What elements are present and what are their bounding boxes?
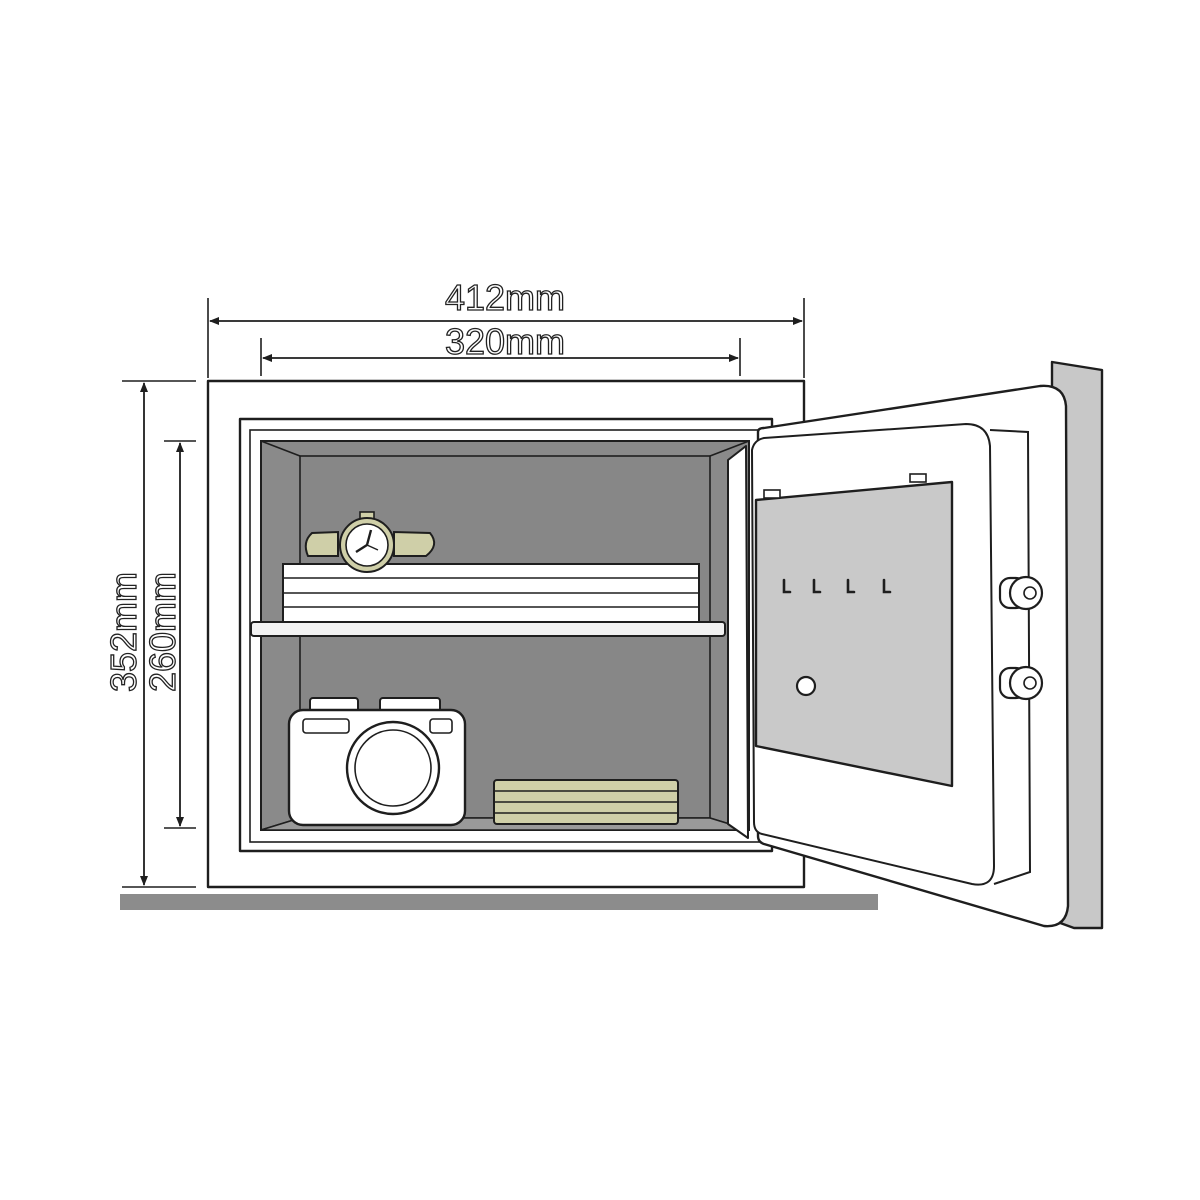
shelf bbox=[250, 621, 726, 637]
knob-icon bbox=[998, 575, 1044, 611]
banknote-stack-icon bbox=[493, 779, 679, 825]
inner-height-label: 260mm bbox=[142, 572, 183, 692]
paper-stack-icon bbox=[282, 563, 700, 623]
door-inner-plate bbox=[754, 480, 954, 788]
camera-icon bbox=[287, 697, 467, 827]
wristwatch-icon bbox=[304, 511, 436, 573]
dimension-outer-height: 352mm bbox=[102, 380, 196, 888]
dimension-inner-height: 260mm bbox=[141, 440, 196, 829]
dimension-inner-width: 320mm bbox=[260, 320, 741, 376]
key-hook-icon bbox=[782, 578, 892, 594]
inner-width-label: 320mm bbox=[445, 321, 565, 362]
keyhole-icon bbox=[795, 675, 817, 697]
knob-icon bbox=[998, 665, 1044, 701]
safe-door bbox=[727, 360, 1104, 930]
dimension-outer-width: 412mm bbox=[207, 276, 805, 378]
outer-width-label: 412mm bbox=[445, 277, 565, 318]
floor-line bbox=[120, 894, 878, 910]
outer-height-label: 352mm bbox=[103, 572, 144, 692]
